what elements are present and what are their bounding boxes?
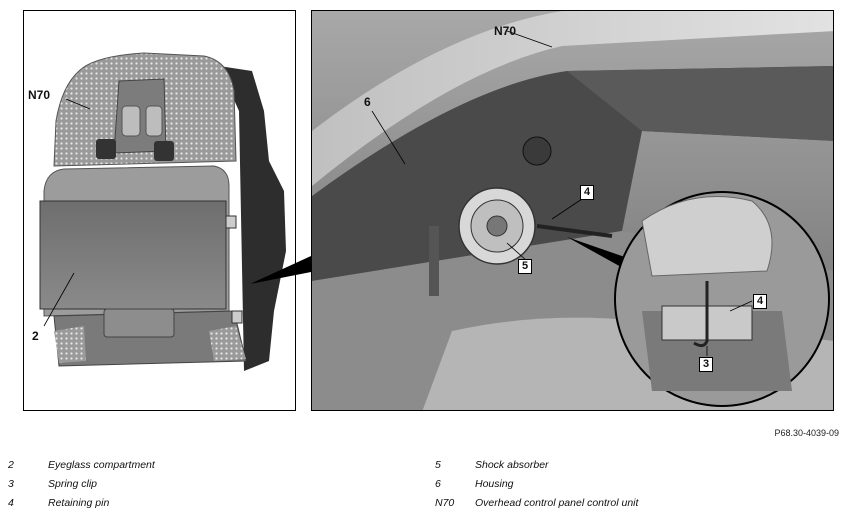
spring-clip-inset <box>614 191 830 407</box>
callout-n70-right: N70 <box>494 24 517 38</box>
legend-number: 5 <box>435 459 441 471</box>
inset-spring-clip-shape <box>693 281 709 348</box>
legend-number: 6 <box>435 478 441 490</box>
bottom-left-speaker-shape <box>54 326 86 363</box>
callout-5: 5 <box>518 259 533 274</box>
housing-detail-illustration <box>312 11 833 410</box>
housing-rim-shape <box>312 11 833 186</box>
detail-illustration-panel: N70 6 4 5 4 3 <box>311 10 834 411</box>
lamp-right-shape <box>154 141 174 161</box>
legend-description: Overhead control panel control unit <box>475 497 639 509</box>
bottom-switch-block-shape <box>103 308 175 338</box>
legend-number: N70 <box>435 497 455 509</box>
callout-3: 3 <box>699 357 714 372</box>
leader-inset-4 <box>729 300 753 312</box>
legend-description: Spring clip <box>48 478 98 490</box>
pivot-hole-shape <box>522 136 552 166</box>
figure-reference-code: P68.30-4039-09 <box>774 428 839 438</box>
side-tab-upper-shape <box>225 215 237 229</box>
callout-n70-left: N70 <box>28 88 51 102</box>
callout-6: 6 <box>364 95 371 109</box>
legend-number: 2 <box>8 459 14 471</box>
leader-5 <box>506 242 528 262</box>
rear-housing-shape <box>219 66 286 371</box>
leader-4 <box>551 198 583 220</box>
legend-description: Retaining pin <box>48 497 110 509</box>
callout-inset-4: 4 <box>753 294 768 309</box>
lamp-left-shape <box>96 139 116 159</box>
overhead-panel-illustration <box>39 52 286 371</box>
bottom-right-speaker-shape <box>209 326 246 361</box>
legend-description: Shock absorber <box>475 459 549 471</box>
shock-absorber-gear <box>458 187 536 265</box>
pivot-post-shape <box>429 226 439 296</box>
leader-2 <box>43 272 75 327</box>
legend-description: Housing <box>475 478 514 490</box>
overview-illustration-panel: N70 2 <box>23 10 296 411</box>
leader-6 <box>371 110 406 165</box>
cavity-back-wall-shape <box>567 66 833 141</box>
switch-left-shape <box>121 105 141 137</box>
callout-4: 4 <box>580 185 595 200</box>
leader-n70-right <box>506 30 553 48</box>
switch-right-shape <box>145 105 163 137</box>
callout-2: 2 <box>32 329 39 343</box>
eyeglass-compartment-lid-shape <box>39 200 227 310</box>
side-tab-lower-shape <box>231 310 243 324</box>
legend-number: 3 <box>8 478 14 490</box>
legend-description: Eyeglass compartment <box>48 459 155 471</box>
legend-number: 4 <box>8 497 14 509</box>
retaining-pin-rod <box>536 224 613 238</box>
inset-cable-bundle-shape <box>641 196 773 277</box>
leader-n70-left <box>65 98 91 110</box>
